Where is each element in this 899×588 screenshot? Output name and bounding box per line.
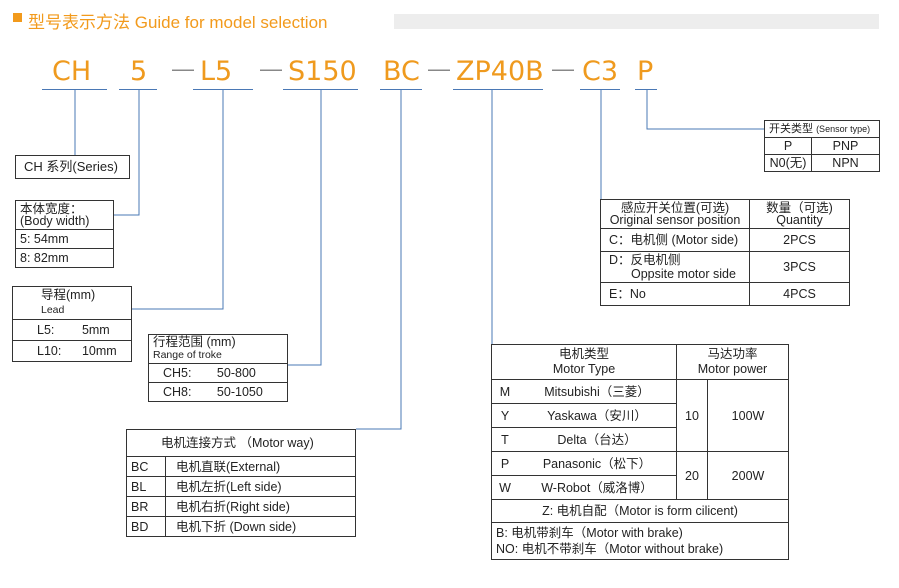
lead-code: L5: xyxy=(11,319,78,341)
code-sensor-type-underline xyxy=(635,89,657,90)
code-ch-underline xyxy=(42,89,107,90)
body-width-row: 5: 54mm xyxy=(15,229,114,249)
code-sensor: C3 xyxy=(582,56,619,87)
code-width: 5 xyxy=(130,56,148,87)
stroke-title: 行程范围 (mm) xyxy=(153,335,236,349)
motor-brand: Panasonic（松下） xyxy=(518,451,677,476)
sensor-position-table: 感应开关位置(可选) Original sensor position 数量（可… xyxy=(600,199,850,306)
sensor-pos-option: D：反电机侧 xyxy=(609,253,681,267)
sensor-type-code: P xyxy=(764,137,812,155)
sensor-type-code: N0(无) xyxy=(764,154,812,172)
lead-table: 导程(mm) Lead L5: 5mm L10: 10mm xyxy=(11,286,132,362)
lead-value: 10mm xyxy=(77,340,132,362)
body-width-title: 本体宽度： xyxy=(20,202,83,216)
motor-power-code: 10 xyxy=(675,379,709,452)
header-square-icon xyxy=(13,13,22,22)
motor-way-desc: 电机左折(Left side) xyxy=(165,476,356,497)
lead-value: 5mm xyxy=(77,319,132,341)
sensor-type-value: PNP xyxy=(811,137,880,155)
sensor-pos-option-en: Oppsite motor side xyxy=(631,267,736,281)
sensor-pos-option: E：No xyxy=(600,282,750,306)
code-motor-way-underline xyxy=(380,89,422,90)
motor-power-value: 100W xyxy=(707,379,789,452)
motor-code: T xyxy=(491,427,518,452)
motor-nobrake-option: NO: 电机不带刹车（Motor without brake) xyxy=(496,542,724,556)
motor-z-option: Z: 电机自配（Motor is form cilicent) xyxy=(491,499,789,523)
motor-brand: Mitsubishi（三菱） xyxy=(518,379,677,404)
motor-brand: Delta（台达） xyxy=(518,427,677,452)
page-title: 型号表示方法 Guide for model selection xyxy=(28,13,328,32)
motor-type-title-cn: 电机类型 xyxy=(558,347,609,361)
motor-way-desc: 电机下折 (Down side) xyxy=(165,516,356,537)
stroke-subtitle: Range of troke xyxy=(153,349,222,361)
motor-way-code: BL xyxy=(126,476,166,497)
code-stroke: S150 xyxy=(288,56,357,87)
motor-way-desc: 电机直联(External) xyxy=(165,456,356,477)
header-bar xyxy=(394,14,879,29)
body-width-row: 8: 82mm xyxy=(15,248,114,268)
code-sensor-type: P xyxy=(637,56,654,87)
code-sensor-underline xyxy=(580,89,620,90)
sensor-pos-title-en: Original sensor position xyxy=(609,213,741,227)
code-motor-way: BC xyxy=(383,56,420,87)
lead-subtitle: Lead xyxy=(41,304,65,316)
motor-brand: W-Robot（威洛博） xyxy=(518,475,677,500)
code-stroke-underline xyxy=(283,89,358,90)
body-width-subtitle: (Body width) xyxy=(20,214,90,228)
stroke-range: 50-1050 xyxy=(212,382,288,402)
code-lead: L5 xyxy=(200,56,233,87)
code-lead-underline xyxy=(193,89,253,90)
motor-power-title-en: Motor power xyxy=(697,362,768,376)
sensor-qty: 3PCS xyxy=(749,251,850,283)
motor-power-title-cn: 马达功率 xyxy=(707,347,758,361)
sensor-qty-title: 数量（可选) xyxy=(766,201,833,215)
code-width-underline xyxy=(119,89,157,90)
motor-type-table: 电机类型 Motor Type 马达功率 Motor power M Mitsu… xyxy=(491,344,789,560)
sensor-qty-title-en: Quantity xyxy=(776,213,823,227)
code-motor: ZP40B xyxy=(456,56,544,87)
motor-way-title: 电机连接方式 （Motor way) xyxy=(126,429,356,457)
motor-brake-option: B: 电机带刹车（Motor with brake) xyxy=(496,526,683,540)
sensor-type-title-en: (Sensor type) xyxy=(816,124,871,134)
sensor-qty: 4PCS xyxy=(749,282,850,306)
sensor-type-table: 开关类型 (Sensor type) P PNP N0(无) NPN xyxy=(764,120,880,172)
stroke-model: CH8: xyxy=(147,382,213,402)
motor-code: Y xyxy=(491,403,518,428)
stroke-model: CH5: xyxy=(147,363,213,383)
motor-power-value: 200W xyxy=(707,451,789,500)
sensor-pos-option: C：电机侧 (Motor side) xyxy=(600,228,750,252)
sensor-type-title: 开关类型 xyxy=(769,123,813,135)
motor-way-code: BR xyxy=(126,496,166,517)
motor-way-desc: 电机右折(Right side) xyxy=(165,496,356,517)
body-width-table: 本体宽度： (Body width) 5: 54mm 8: 82mm xyxy=(15,200,114,268)
dash: — xyxy=(260,56,282,81)
dash: — xyxy=(428,56,450,81)
code-motor-underline xyxy=(453,89,543,90)
dash: — xyxy=(552,56,574,81)
motor-way-code: BC xyxy=(126,456,166,477)
motor-brand: Yaskawa（安川） xyxy=(518,403,677,428)
stroke-table: 行程范围 (mm) Range of troke CH5: 50-800 CH8… xyxy=(147,334,288,402)
stroke-range: 50-800 xyxy=(212,363,288,383)
motor-way-code: BD xyxy=(126,516,166,537)
motor-type-title-en: Motor Type xyxy=(552,362,616,376)
motor-code: P xyxy=(491,451,518,476)
motor-power-code: 20 xyxy=(675,451,709,500)
motor-code: W xyxy=(491,475,518,500)
lead-code: L10: xyxy=(11,340,78,362)
motor-code: M xyxy=(491,379,518,404)
series-box: CH 系列(Series) xyxy=(15,155,130,179)
lead-title: 导程(mm) xyxy=(41,288,96,302)
sensor-pos-title: 感应开关位置(可选) xyxy=(620,201,730,215)
sensor-type-value: NPN xyxy=(811,154,880,172)
sensor-qty: 2PCS xyxy=(749,228,850,252)
code-ch: CH xyxy=(52,56,92,87)
dash: — xyxy=(172,56,194,81)
